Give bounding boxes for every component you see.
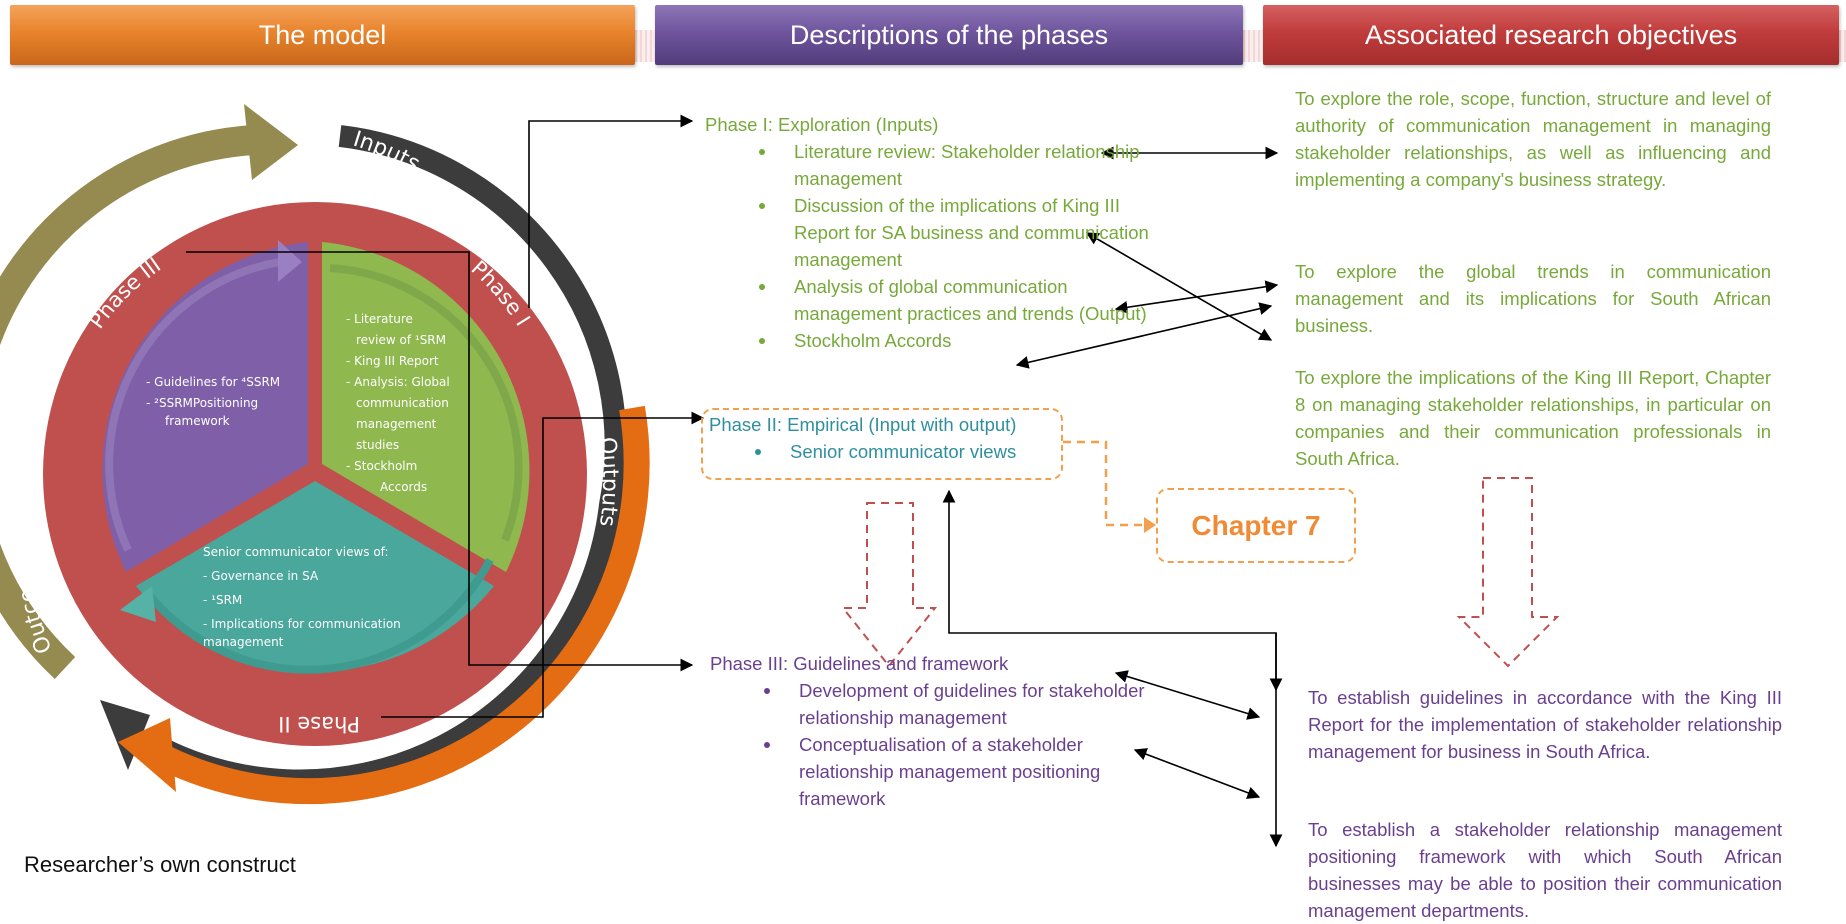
svg-text:- King III Report: - King III Report bbox=[346, 354, 439, 368]
phase-one-inner-arc bbox=[329, 264, 523, 542]
header-decoration bbox=[1243, 30, 1263, 62]
phase-one-sector bbox=[322, 242, 530, 572]
list-item: Development of guidelines for stakeholde… bbox=[764, 677, 1149, 731]
header-decoration bbox=[1839, 30, 1846, 62]
svg-text:Accords: Accords bbox=[380, 480, 427, 494]
connector-phase-one bbox=[528, 114, 694, 308]
phase-two-dashed-box bbox=[701, 408, 1063, 480]
outcomes-arc bbox=[0, 125, 255, 679]
svg-text:- Stockholm: - Stockholm bbox=[346, 459, 417, 473]
svg-text:- ²SSRMPositioning: - ²SSRMPositioning bbox=[146, 396, 258, 410]
connector-chapter-seven bbox=[1063, 440, 1146, 527]
arrow-phase-two-objectives bbox=[942, 489, 1283, 848]
outputs-arrowhead bbox=[118, 718, 176, 792]
svg-text:- Implications for communicati: - Implications for communication bbox=[203, 617, 401, 631]
phase-two-sector bbox=[136, 481, 494, 672]
arrow-stockholm-objective bbox=[1015, 302, 1273, 369]
header-decoration bbox=[635, 30, 655, 62]
list-item: Discussion of the implications of King I… bbox=[759, 192, 1154, 273]
list-item: Analysis of global communication managem… bbox=[759, 273, 1154, 327]
svg-text:- ¹SRM: - ¹SRM bbox=[203, 593, 242, 607]
inputs-arrowhead bbox=[100, 700, 150, 770]
list-item: Senior communicator views bbox=[755, 438, 1069, 465]
header-the-model: The model bbox=[10, 5, 635, 65]
svg-text:- Guidelines for ⁴SSRM: - Guidelines for ⁴SSRM bbox=[146, 375, 280, 389]
phase-two-block: Phase II: Empirical (Input with output) … bbox=[709, 411, 1069, 465]
construct-caption: Researcher’s own construct bbox=[24, 852, 296, 877]
svg-text:communication: communication bbox=[356, 396, 449, 410]
objective-king-three: To explore the implications of the King … bbox=[1295, 367, 1771, 469]
svg-text:management: management bbox=[356, 417, 437, 431]
phase-two-title: Phase II: Empirical (Input with output) bbox=[709, 414, 1017, 435]
svg-text:- Governance in SA: - Governance in SA bbox=[203, 569, 319, 583]
phase-one-sector-text: - Literature review of ¹SRM - King III R… bbox=[346, 312, 450, 494]
phase-three-inner-arrowhead bbox=[278, 240, 302, 282]
outputs-arc-label: Outputs bbox=[594, 436, 622, 528]
list-item: Conceptualisation of a stakeholder relat… bbox=[764, 731, 1149, 812]
objective-global-trends: To explore the global trends in communic… bbox=[1295, 261, 1771, 336]
phase-one-title: Phase I: Exploration (Inputs) bbox=[705, 114, 939, 135]
header-descriptions: Descriptions of the phases bbox=[655, 5, 1243, 65]
objective-role-scope: To explore the role, scope, function, st… bbox=[1295, 88, 1771, 190]
phase-three-block: Phase III: Guidelines and framework Deve… bbox=[710, 650, 1170, 812]
dashed-down-arrow-phase-two bbox=[840, 502, 938, 668]
outcomes-arc-label: Outcomes bbox=[9, 541, 57, 657]
arrow-framework-objective bbox=[1133, 748, 1261, 799]
chapter-seven-arrowhead bbox=[1144, 517, 1156, 533]
phase-two-list: Senior communicator views bbox=[755, 438, 1069, 465]
phase-one-block: Phase I: Exploration (Inputs) Literature… bbox=[705, 111, 1165, 354]
svg-text:Senior communicator views of:: Senior communicator views of: bbox=[203, 545, 389, 559]
svg-text:review of ¹SRM: review of ¹SRM bbox=[356, 333, 446, 347]
outcomes-arrowhead bbox=[244, 104, 298, 180]
phase-three-sector-text: - Guidelines for ⁴SSRM - ²SSRMPositionin… bbox=[146, 375, 280, 428]
objective-framework: To establish a stakeholder relationship … bbox=[1308, 819, 1782, 921]
list-item: Literature review: Stakeholder relations… bbox=[759, 138, 1154, 192]
chapter-seven-box: Chapter 7 bbox=[1156, 488, 1356, 563]
header-objectives: Associated research objectives bbox=[1263, 5, 1839, 65]
phase-two-inner-arc bbox=[146, 558, 494, 674]
svg-text:framework: framework bbox=[165, 414, 230, 428]
dashed-down-arrow-objectives bbox=[1456, 477, 1560, 668]
connector-phase-three bbox=[186, 251, 694, 672]
arrow-guidelines-objective bbox=[1114, 670, 1261, 720]
phase-three-inner-arc bbox=[105, 258, 281, 552]
svg-text:- Literature: - Literature bbox=[346, 312, 413, 326]
phase-one-list: Literature review: Stakeholder relations… bbox=[759, 138, 1154, 354]
phase-three-title: Phase III: Guidelines and framework bbox=[710, 653, 1009, 674]
phase-two-ring-label: Phase II bbox=[278, 712, 360, 736]
list-item: Stockholm Accords bbox=[759, 327, 1154, 354]
svg-text:studies: studies bbox=[356, 438, 399, 452]
phase-two-sector-text: Senior communicator views of: - Governan… bbox=[203, 545, 401, 649]
svg-text:- Analysis: Global: - Analysis: Global bbox=[346, 375, 450, 389]
phase-two-inner-arrowhead bbox=[120, 586, 156, 622]
phase-three-sector bbox=[102, 242, 309, 572]
svg-text:management: management bbox=[203, 635, 284, 649]
outputs-arc bbox=[159, 405, 650, 805]
phase-three-list: Development of guidelines for stakeholde… bbox=[764, 677, 1149, 812]
objective-guidelines: To establish guidelines in accordance wi… bbox=[1308, 687, 1782, 762]
connector-phase-two bbox=[381, 411, 705, 718]
